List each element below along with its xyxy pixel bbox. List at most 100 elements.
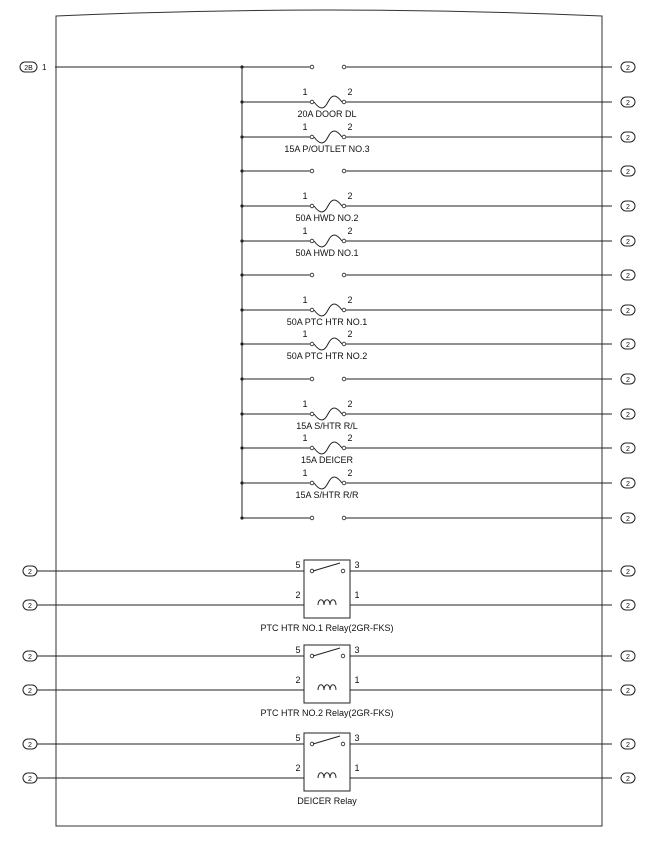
fuse-row: 1 2 50A PTC HTR NO.1 [240,295,612,327]
connector-label: 2 [626,308,630,315]
connector-label: 2 [28,654,32,661]
connector-label: 2 [28,742,32,749]
connector-label: 2 [626,569,630,576]
connector-label: 2 [626,481,630,488]
relay-pin-1: 1 [354,763,359,773]
fuse-pin-left: 1 [302,468,307,478]
fuse-pin-left: 1 [302,226,307,236]
relay-name: PTC HTR NO.2 Relay(2GR-FKS) [260,708,393,718]
open-circuit-row [240,168,612,174]
fuse-pin-right: 2 [347,87,352,97]
connector-label: 2 [626,688,630,695]
open-circuit-row [240,272,612,278]
connector-label: 2 [626,742,630,749]
input-connector-pin: 1 [42,63,47,72]
fuse-pin-right: 2 [347,226,352,236]
connector-left: 2 [22,772,38,784]
input-connector-label: 2B [24,65,33,72]
connector-label: 2 [626,776,630,783]
connector-right: 2 [620,338,636,350]
relay-switch [312,562,341,572]
fuse-name: 50A HWD NO.1 [295,248,358,258]
connector-label: 2 [626,100,630,107]
connector-label: 2 [626,654,630,661]
connector-left: 2 [22,599,38,611]
fuse-symbol [313,407,343,421]
connector-left: 2 [22,684,38,696]
connector-label: 2 [626,603,630,610]
connector-label: 2 [626,204,630,211]
fuse-symbol [313,303,343,317]
fuse-name: 20A DOOR DL [297,109,356,119]
connector-right: 2 [620,772,636,784]
connector-label: 2 [626,377,630,384]
connector-left: 2 [22,565,38,577]
fuse-pin-left: 1 [302,191,307,201]
open-circuit-row [240,515,612,521]
fuse-name: 50A PTC HTR NO.2 [287,351,368,361]
fuse-pin-right: 2 [347,433,352,443]
fuse-pin-right: 2 [347,295,352,305]
fuse-pin-right: 2 [347,468,352,478]
input-connector: 2B 1 [19,61,47,73]
fuse-pin-left: 1 [302,87,307,97]
fuse-pin-left: 1 [302,433,307,443]
fuse-symbol [313,130,343,144]
connector-right: 2 [620,477,636,489]
connector-right: 2 [620,408,636,420]
relay-box [303,732,351,792]
connector-right: 2 [620,442,636,454]
fuse-pin-right: 2 [347,399,352,409]
fuse-pin-left: 1 [302,295,307,305]
connector-right: 2 [620,599,636,611]
relay-pin-5: 5 [295,733,300,743]
relay-pin-3: 3 [354,733,359,743]
fuse-pin-right: 2 [347,329,352,339]
relay-switch [312,735,341,745]
connector-label: 2 [626,446,630,453]
relay-pin-2: 2 [295,590,300,600]
fuse-symbol [313,95,343,109]
connector-label: 2 [626,412,630,419]
connector-label: 2 [626,135,630,142]
diagram-frame [55,9,603,827]
fuse-pin-right: 2 [347,191,352,201]
fuse-name: 50A PTC HTR NO.1 [287,317,368,327]
connector-right: 2 [620,235,636,247]
fuse-name: 15A P/OUTLET NO.3 [284,144,369,154]
connector-label: 2 [28,603,32,610]
relay-pin-3: 3 [354,560,359,570]
relay-box [303,559,351,619]
connector-label: 2 [626,169,630,176]
relay-pin-5: 5 [295,645,300,655]
relay-name: PTC HTR NO.1 Relay(2GR-FKS) [260,623,393,633]
connector-right: 2 [620,61,636,73]
fuse-pin-left: 1 [302,399,307,409]
connector-label: 2 [28,776,32,783]
relay-pin-1: 1 [354,590,359,600]
connector-label: 2 [626,239,630,246]
fuse-name: 15A S/HTR R/R [295,490,359,500]
connector-right: 2 [620,131,636,143]
connector-right: 2 [620,650,636,662]
fuse-symbol [313,234,343,248]
fuse-symbol [313,337,343,351]
relay-pin-2: 2 [295,675,300,685]
connector-label: 2 [626,342,630,349]
connector-label: 2 [626,273,630,280]
connector-right: 2 [620,684,636,696]
connector-right: 2 [620,200,636,212]
fuse-symbol [313,476,343,490]
fuse-row: 1 2 20A DOOR DL [240,87,612,119]
fuse-row: 1 2 15A S/HTR R/R [240,468,612,500]
connector-right: 2 [620,738,636,750]
relay-coil [317,772,337,779]
